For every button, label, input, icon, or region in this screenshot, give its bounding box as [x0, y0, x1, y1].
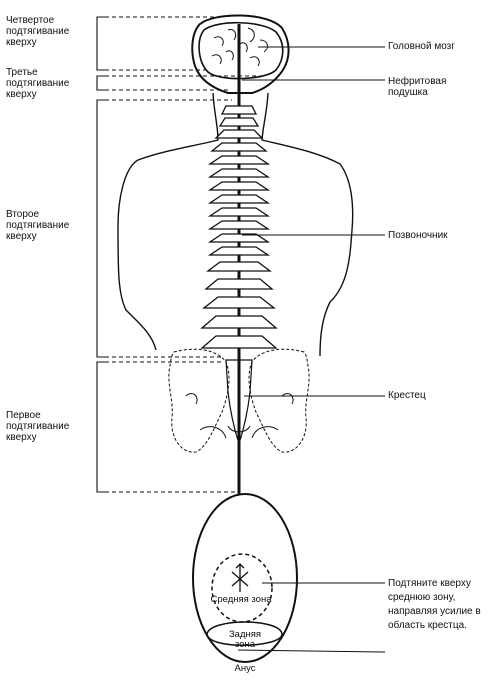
second-lift-bracket: [96, 99, 105, 358]
level-guides: [105, 16, 262, 493]
vertebrae: [200, 105, 278, 349]
sacrum-label: Крестец: [388, 390, 426, 401]
second-lift-label: Второе подтягивание кверху: [6, 209, 70, 242]
brain-folds: [211, 27, 268, 67]
pointer-lines: [237, 46, 386, 653]
pull-up-arrows: [231, 563, 249, 592]
third-lift-bracket: [96, 75, 105, 91]
brain-shape: [198, 21, 284, 80]
brain-label: Головной мозг: [388, 41, 455, 52]
anus-label: Анус: [234, 663, 256, 674]
first-lift-bracket: [96, 361, 105, 493]
back-zone-label: Задняя зона: [228, 629, 262, 650]
head-outline: [191, 14, 290, 94]
pelvis-details: [185, 393, 294, 439]
instruction-label: Подтяните кверху среднюю зону, направляя…: [388, 578, 481, 631]
third-lift-label: Третье подтягивание кверху: [6, 67, 70, 100]
fourth-lift-label: Четвертое подтягивание кверху: [6, 15, 70, 48]
perineum-oval: [192, 493, 298, 663]
back-zone-outline: [206, 621, 283, 646]
lift-brackets: [96, 16, 105, 493]
first-lift-label: Первое подтягивание кверху: [6, 410, 70, 443]
sacrum-outline: [225, 359, 253, 447]
spine-label: Позвоночник: [388, 230, 448, 241]
middle-zone-label: Средняя зона: [210, 594, 272, 605]
middle-zone-circle: [211, 553, 273, 623]
jade-pillow-label: Нефритовая подушка: [388, 76, 447, 98]
body-outline: [117, 92, 354, 357]
fourth-lift-bracket: [96, 16, 105, 71]
